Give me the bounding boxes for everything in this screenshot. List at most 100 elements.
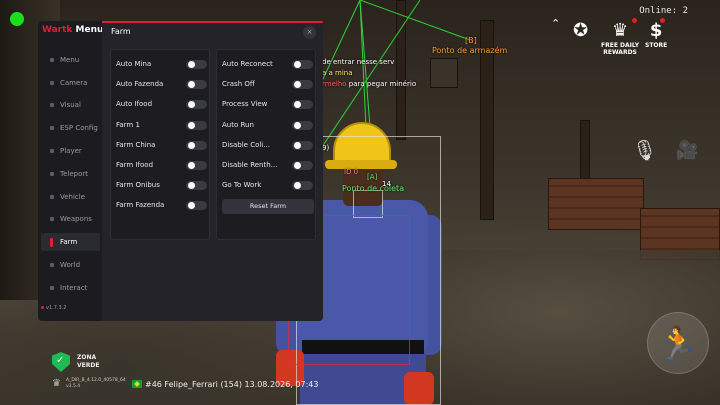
chat-line: rmelho para pegar minério: [322, 80, 416, 88]
toggle-switch[interactable]: [186, 181, 207, 190]
camera-icon[interactable]: 🎥: [676, 140, 699, 161]
toggle-switch[interactable]: [292, 121, 313, 130]
toggle-switch[interactable]: [186, 100, 207, 109]
sidebar-item-vehicle[interactable]: Vehicle: [41, 188, 100, 206]
sidebar-item-menu[interactable]: Menu: [41, 51, 100, 69]
option-auto-fazenda[interactable]: Auto Fazenda: [116, 77, 210, 91]
option-disable-collision[interactable]: Disable Coli...: [222, 138, 316, 152]
bullet-icon: [50, 172, 54, 176]
sidebar-item-interact[interactable]: Interact: [41, 279, 100, 297]
notification-dot: [660, 18, 666, 23]
toggle-switch[interactable]: [186, 201, 207, 210]
option-auto-reconect[interactable]: Auto Reconect: [222, 57, 316, 71]
option-label: Farm 1: [116, 121, 140, 129]
option-label: Auto Ifood: [116, 100, 153, 108]
toggle-switch[interactable]: [292, 80, 313, 89]
settings-badge-button[interactable]: ✪: [573, 20, 588, 42]
option-auto-run[interactable]: Auto Run: [222, 118, 316, 132]
chevron-up-icon[interactable]: ⌃: [551, 17, 561, 30]
brazil-flag-icon: [132, 380, 142, 388]
esp-line: [359, 0, 471, 41]
chat-line: a a mina: [322, 69, 353, 77]
options-panel-left: Auto Mina Auto Fazenda Auto Ifood Farm 1…: [110, 49, 210, 240]
toggle-switch[interactable]: [292, 181, 313, 190]
sidebar-item-label: Visual: [60, 101, 81, 109]
sidebar-item-label: Player: [60, 147, 82, 155]
close-icon: ×: [306, 28, 313, 36]
option-auto-mina[interactable]: Auto Mina: [116, 57, 210, 71]
option-label: Farm Onibus: [116, 181, 160, 189]
sidebar-item-farm[interactable]: Farm: [41, 233, 100, 251]
player-glove: [404, 372, 434, 405]
option-auto-ifood[interactable]: Auto Ifood: [116, 97, 210, 111]
sprint-button[interactable]: 🏃: [647, 312, 709, 374]
bullet-icon: [50, 58, 54, 62]
sidebar-item-world[interactable]: World: [41, 256, 100, 274]
wooden-beam: [396, 0, 406, 140]
toggle-switch[interactable]: [186, 141, 207, 150]
option-farm-onibus[interactable]: Farm Onibus: [116, 178, 210, 192]
esp-box: [353, 190, 383, 218]
option-label: Auto Reconect: [222, 60, 273, 68]
online-counter: Online: 2: [639, 6, 688, 16]
zone-label: ZONA VERDE: [77, 354, 99, 370]
sidebar-item-camera[interactable]: Camera: [41, 74, 100, 92]
reset-farm-button[interactable]: Reset Farm: [222, 199, 314, 214]
toggle-switch[interactable]: [292, 60, 313, 69]
marker-a-label: Ponto de coleta: [342, 184, 405, 193]
menu-sidebar: Wartk Menu Menu Camera Visual ESP Config…: [38, 21, 104, 321]
crown-icon: ♛: [611, 20, 629, 41]
bullet-icon: [50, 286, 54, 290]
status-indicator: [10, 12, 24, 26]
option-label: Auto Run: [222, 121, 254, 129]
esp-tag: 9): [322, 144, 330, 152]
close-button[interactable]: ×: [303, 26, 316, 39]
option-farm-china[interactable]: Farm China: [116, 138, 210, 152]
option-go-to-work[interactable]: Go To Work: [222, 178, 316, 192]
running-man-icon: 🏃: [658, 324, 698, 362]
sidebar-item-visual[interactable]: Visual: [41, 96, 100, 114]
option-label: Farm Ifood: [116, 161, 154, 169]
sidebar-item-teleport[interactable]: Teleport: [41, 165, 100, 183]
sidebar-item-label: Interact: [60, 284, 88, 292]
option-process-view[interactable]: Process View: [222, 97, 316, 111]
logo-brand: Wartk: [42, 25, 73, 35]
cheat-menu: Wartk Menu Menu Camera Visual ESP Config…: [38, 21, 323, 321]
toggle-switch[interactable]: [292, 100, 313, 109]
toggle-switch[interactable]: [186, 161, 207, 170]
option-crash-off[interactable]: Crash Off: [222, 77, 316, 91]
store-button[interactable]: $ STORE: [645, 18, 667, 49]
microphone-icon[interactable]: 🎙: [632, 138, 658, 162]
marker-b-label: Ponto de armazém: [432, 46, 508, 55]
money-bag-icon: $: [649, 20, 663, 41]
sidebar-item-player[interactable]: Player: [41, 142, 100, 160]
rewards-label: REWARDS: [603, 49, 637, 56]
toggle-switch[interactable]: [186, 121, 207, 130]
option-disable-render[interactable]: Disable Renth...: [222, 158, 316, 172]
build-line: A_DIR_B_4.12.0_40578_64: [66, 378, 126, 383]
option-label: Disable Coli...: [222, 141, 270, 149]
option-farm-ifood[interactable]: Farm Ifood: [116, 158, 210, 172]
sidebar-item-label: Vehicle: [60, 193, 86, 201]
toggle-switch[interactable]: [186, 60, 207, 69]
gear-badge-icon: ✪: [573, 20, 589, 41]
toggle-switch[interactable]: [292, 141, 313, 150]
build-line: v3.5.4: [66, 384, 81, 389]
option-label: Auto Mina: [116, 60, 152, 68]
option-farm-1[interactable]: Farm 1: [116, 118, 210, 132]
marker-b: [B]: [465, 36, 477, 45]
active-indicator: [50, 238, 53, 247]
sidebar-item-label: World: [60, 261, 81, 269]
option-label: Crash Off: [222, 80, 255, 88]
toggle-switch[interactable]: [186, 80, 207, 89]
sidebar-item-weapons[interactable]: Weapons: [41, 210, 100, 228]
toggle-switch[interactable]: [292, 161, 313, 170]
option-label: Auto Fazenda: [116, 80, 164, 88]
logo-text: Menu: [72, 25, 104, 35]
sidebar-item-label: ESP Config: [60, 124, 98, 132]
option-farm-fazenda[interactable]: Farm Fazenda: [116, 198, 210, 212]
hard-hat-brim: [325, 160, 397, 169]
free-daily-rewards-button[interactable]: ♛ FREE DAILY REWARDS: [601, 18, 639, 56]
sidebar-item-esp-config[interactable]: ESP Config: [41, 119, 100, 137]
bullet-icon: [50, 81, 54, 85]
